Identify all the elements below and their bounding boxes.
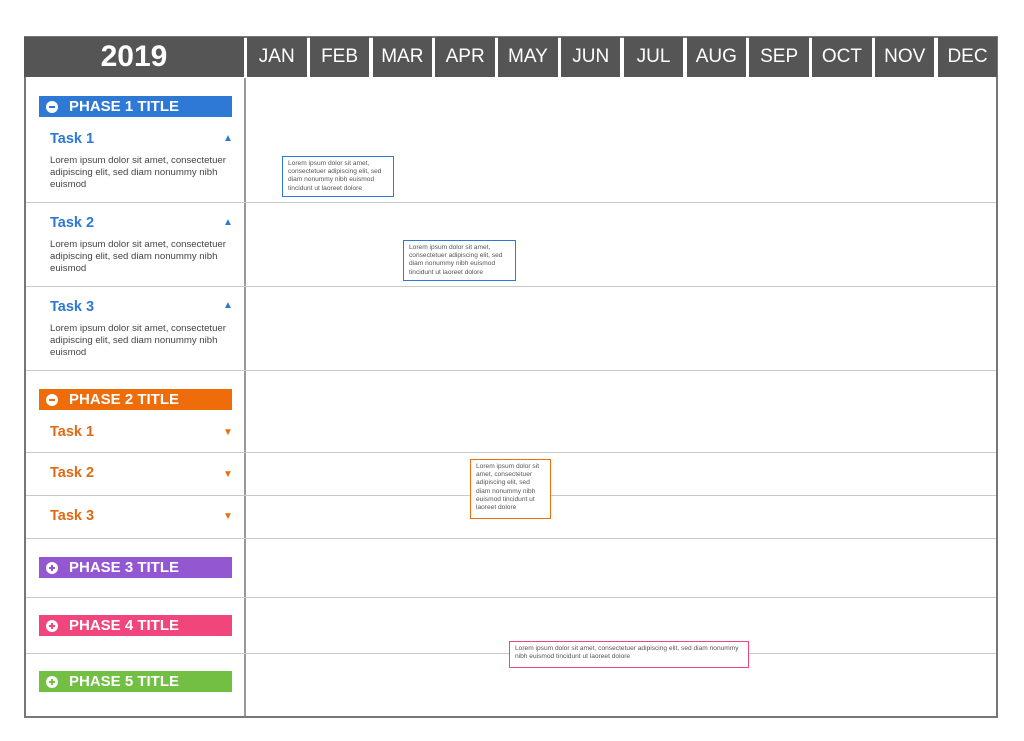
task-column <box>26 78 246 716</box>
month-label: MAR <box>372 37 433 77</box>
expand-icon[interactable] <box>46 675 58 688</box>
month-label: SEP <box>749 37 809 77</box>
phase-title: PHASE 2 TITLE <box>69 391 180 408</box>
task-name[interactable]: Task 3 <box>50 508 95 524</box>
caret-down-icon[interactable]: ▼ <box>223 469 233 480</box>
phase-3-header[interactable]: PHASE 3 TITLE <box>39 557 232 578</box>
task-description: Lorem ipsum dolor sit amet, consectetuer… <box>50 155 226 190</box>
phase-title: PHASE 5 TITLE <box>69 673 180 690</box>
phase-title: PHASE 3 TITLE <box>69 559 180 576</box>
phase-note: Lorem ipsum dolor sit amet, consectetuer… <box>509 641 749 668</box>
month-label: OCT <box>812 37 872 77</box>
task-note: Lorem ipsum dolor sit amet, consectetuer… <box>403 240 516 281</box>
expand-icon[interactable] <box>46 561 58 574</box>
row-divider <box>26 370 996 371</box>
expand-icon[interactable] <box>46 619 58 632</box>
task-description: Lorem ipsum dolor sit amet, consectetuer… <box>50 239 226 274</box>
phase-title: PHASE 1 TITLE <box>69 98 180 115</box>
caret-down-icon[interactable]: ▼ <box>223 427 233 438</box>
task-note: Lorem ipsum dolor sit amet, consectetuer… <box>470 459 551 519</box>
task-name[interactable]: Task 2 <box>50 215 95 231</box>
row-divider <box>26 202 996 203</box>
phase-5-header[interactable]: PHASE 5 TITLE <box>39 671 232 692</box>
task-description: Lorem ipsum dolor sit amet, consectetuer… <box>50 323 226 358</box>
caret-up-icon[interactable]: ▲ <box>223 217 233 228</box>
row-divider <box>26 538 996 539</box>
year-title: 2019 <box>24 37 244 77</box>
phase-title: PHASE 4 TITLE <box>69 617 180 634</box>
phase-4-header[interactable]: PHASE 4 TITLE <box>39 615 232 636</box>
row-divider <box>26 286 996 287</box>
timeline-header: 2019 JAN FEB MAR APR MAY JUN JUL AUG SEP… <box>24 37 998 77</box>
month-label: JAN <box>247 37 307 77</box>
month-label: NOV <box>874 37 935 77</box>
phase-2-header[interactable]: PHASE 2 TITLE <box>39 389 232 410</box>
task-note: Lorem ipsum dolor sit amet, consectetuer… <box>282 156 394 197</box>
task-name[interactable]: Task 3 <box>50 299 95 315</box>
collapse-icon[interactable] <box>46 100 58 113</box>
month-label: FEB <box>309 37 370 77</box>
phase-1-header[interactable]: PHASE 1 TITLE <box>39 96 232 117</box>
month-label: APR <box>435 37 495 77</box>
month-label: MAY <box>498 37 558 77</box>
collapse-icon[interactable] <box>46 393 58 406</box>
caret-up-icon[interactable]: ▲ <box>223 300 233 311</box>
month-label: JUL <box>623 37 684 77</box>
month-label: DEC <box>937 37 998 77</box>
caret-down-icon[interactable]: ▼ <box>223 511 233 522</box>
month-label: JUN <box>560 37 621 77</box>
task-name[interactable]: Task 1 <box>50 131 95 147</box>
caret-up-icon[interactable]: ▲ <box>223 133 233 144</box>
row-divider <box>26 452 996 453</box>
chart-frame <box>24 36 998 718</box>
row-divider <box>26 597 996 598</box>
task-name[interactable]: Task 2 <box>50 465 95 481</box>
task-name[interactable]: Task 1 <box>50 424 95 440</box>
month-label: AUG <box>686 37 747 77</box>
